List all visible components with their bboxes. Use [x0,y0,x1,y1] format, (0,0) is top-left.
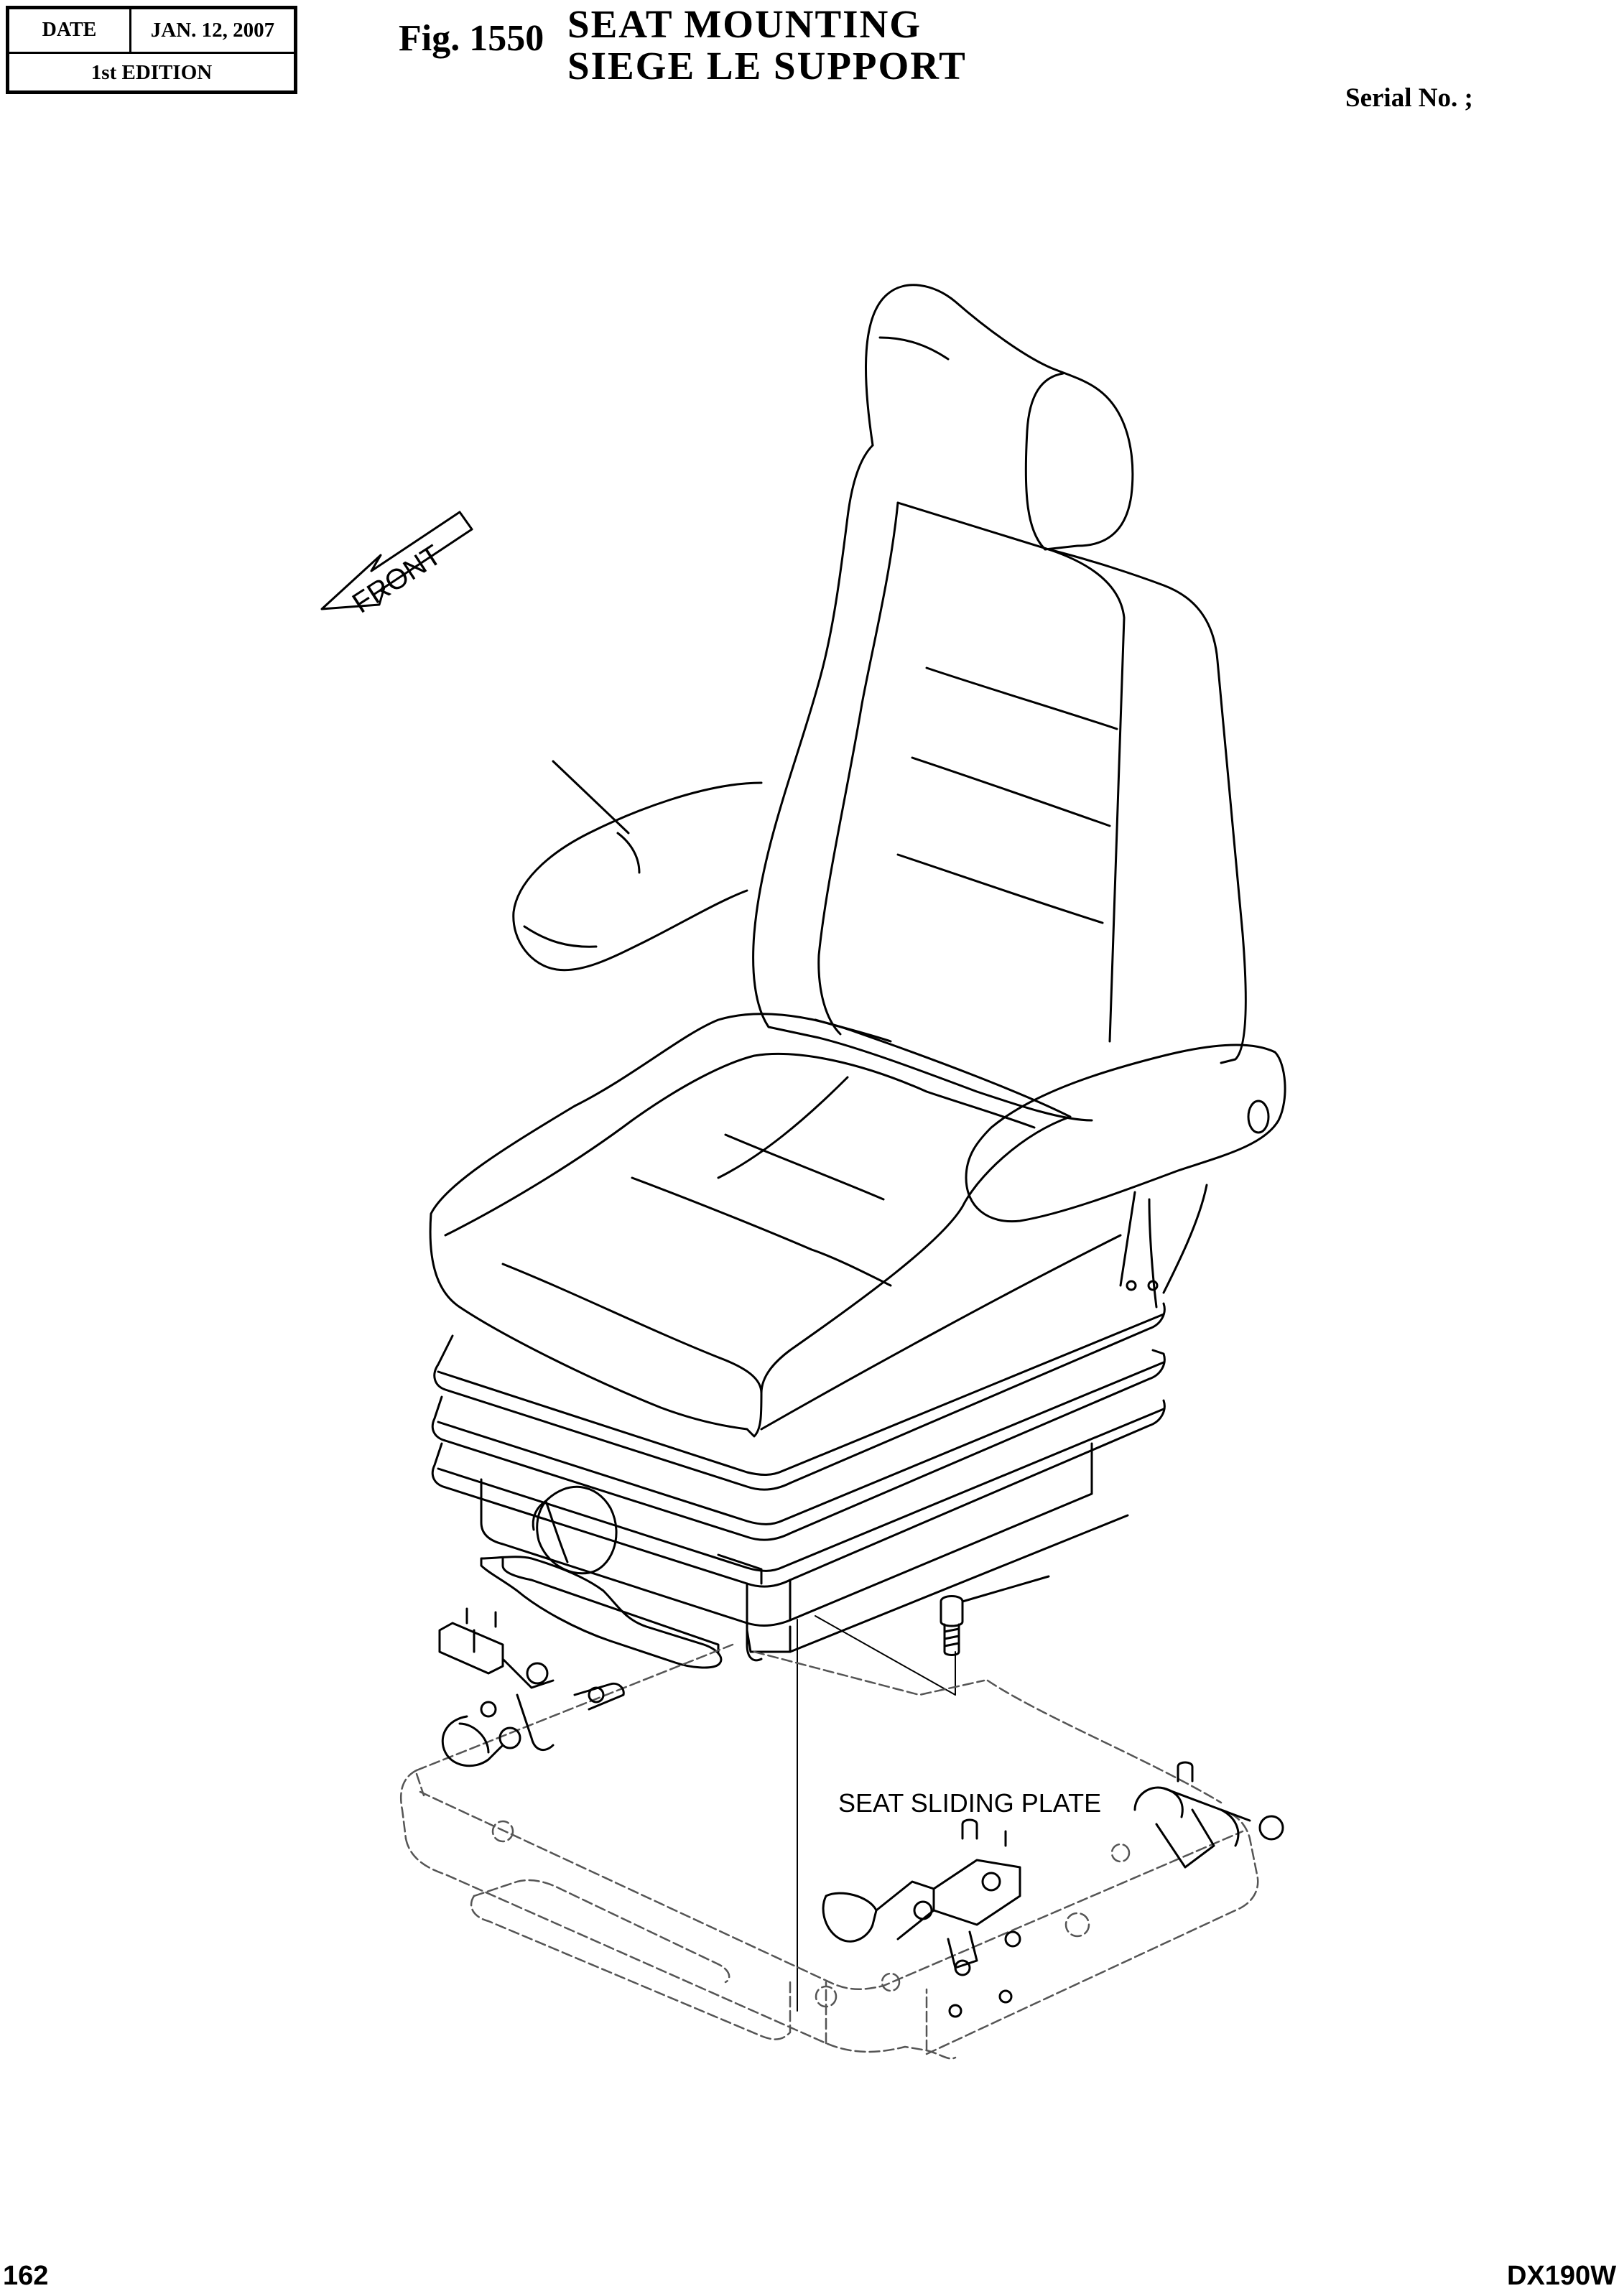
page-number: 162 [3,2261,49,2291]
right-latch-assembly [1133,1761,1284,1869]
slider-rail [480,1556,723,1669]
figure-number: Fig. 1550 [399,18,544,59]
figure-title-french: SIEGE LE SUPPORT [567,44,967,88]
model-number: DX190W [1507,2261,1617,2291]
left-latch-assembly [438,1607,625,1767]
headrest [865,284,1134,551]
backrest [752,444,1247,1122]
header-date-row: DATE JAN. 12, 2007 [9,9,294,54]
seat-cushion [429,1013,1122,1438]
adjustment-knob [532,1485,618,1575]
suspension-base [431,1302,1166,1662]
right-armrest [965,1044,1286,1309]
left-armrest [512,760,763,972]
header-info-box: DATE JAN. 12, 2007 1st EDITION [6,6,297,94]
figure-title-english: SEAT MOUNTING [567,2,922,46]
serial-number-label: Serial No. ; [1345,83,1473,113]
front-arrow-icon: FRONT [320,511,473,620]
rear-latch-assembly [822,1818,1021,2018]
seat-sliding-plate [399,1643,1259,2060]
front-arrow-label: FRONT [347,539,447,620]
date-label: DATE [9,9,131,52]
edition-label: 1st EDITION [91,61,213,84]
mounting-bolt [940,1575,1050,1656]
seat-sliding-plate-label: SEAT SLIDING PLATE [838,1788,1101,1818]
date-value: JAN. 12, 2007 [150,19,275,42]
